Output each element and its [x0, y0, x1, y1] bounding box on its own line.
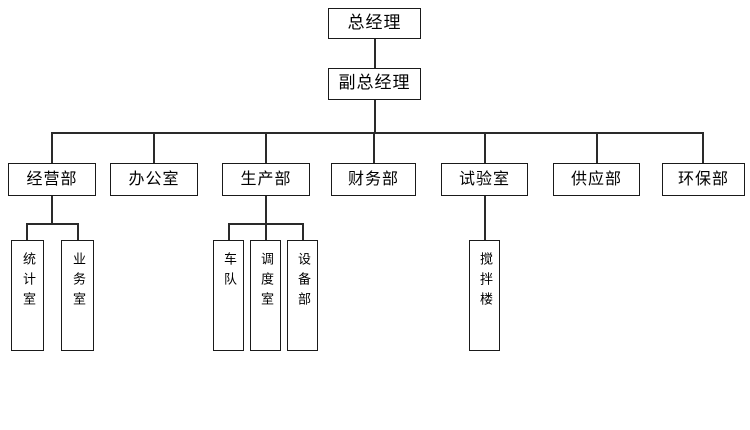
- connector-dgm-drop: [374, 100, 376, 133]
- connector-bus-to-dept-3: [265, 132, 267, 163]
- node-department-operations[interactable]: 经营部: [8, 163, 96, 196]
- connector-bus-to-dept-2: [153, 132, 155, 163]
- node-subunit-dispatch-office[interactable]: 调度室: [250, 240, 281, 351]
- connector-operations-bus: [26, 223, 78, 225]
- connector-production-to-fleet: [228, 223, 230, 241]
- node-department-laboratory[interactable]: 试验室: [441, 163, 528, 196]
- connector-operations-drop: [51, 196, 53, 224]
- node-subunit-equipment-department[interactable]: 设备部: [287, 240, 318, 351]
- connector-operations-to-statistics: [26, 223, 28, 241]
- node-department-environmental[interactable]: 环保部: [662, 163, 745, 196]
- node-label-department-office: 办公室: [128, 169, 180, 189]
- node-subunit-fleet[interactable]: 车队: [213, 240, 244, 351]
- node-department-office[interactable]: 办公室: [110, 163, 198, 196]
- connector-gm-to-dgm: [374, 39, 376, 68]
- node-subunit-mixing-tower[interactable]: 搅拌楼: [469, 240, 500, 351]
- connector-bus-to-dept-5: [484, 132, 486, 163]
- node-label-department-finance: 财务部: [347, 169, 399, 189]
- connector-bus-to-dept-7: [702, 132, 704, 163]
- node-label-subunit-fleet: 车队: [221, 252, 236, 292]
- connector-production-to-dispatch: [265, 223, 267, 241]
- node-label-deputy-general-manager: 副总经理: [338, 73, 411, 94]
- connector-bus-to-dept-6: [596, 132, 598, 163]
- connector-production-drop: [265, 196, 267, 224]
- node-department-supply[interactable]: 供应部: [553, 163, 640, 196]
- connector-production-to-equipment: [302, 223, 304, 241]
- node-label-department-supply: 供应部: [570, 169, 622, 189]
- connector-bus-to-dept-1: [51, 132, 53, 163]
- connector-bus-to-dept-4: [373, 132, 375, 163]
- node-subunit-business-office[interactable]: 业务室: [61, 240, 94, 351]
- node-label-subunit-business-office: 业务室: [70, 252, 85, 312]
- connector-laboratory-to-mixing-tower: [484, 196, 486, 241]
- node-deputy-general-manager[interactable]: 副总经理: [328, 68, 421, 100]
- node-label-department-production: 生产部: [240, 169, 292, 189]
- node-label-subunit-mixing-tower: 搅拌楼: [477, 252, 492, 312]
- node-label-department-operations: 经营部: [26, 169, 78, 189]
- connector-department-bus: [51, 132, 703, 134]
- node-label-department-environmental: 环保部: [677, 169, 729, 189]
- node-department-production[interactable]: 生产部: [222, 163, 310, 196]
- node-department-finance[interactable]: 财务部: [331, 163, 416, 196]
- node-general-manager[interactable]: 总经理: [328, 8, 421, 39]
- node-label-subunit-statistics-office: 统计室: [20, 252, 35, 312]
- connector-operations-to-business: [77, 223, 79, 241]
- node-label-subunit-dispatch-office: 调度室: [258, 252, 273, 312]
- node-label-subunit-equipment-department: 设备部: [295, 252, 310, 312]
- node-label-department-laboratory: 试验室: [458, 169, 510, 189]
- node-label-general-manager: 总经理: [347, 12, 402, 33]
- node-subunit-statistics-office[interactable]: 统计室: [11, 240, 44, 351]
